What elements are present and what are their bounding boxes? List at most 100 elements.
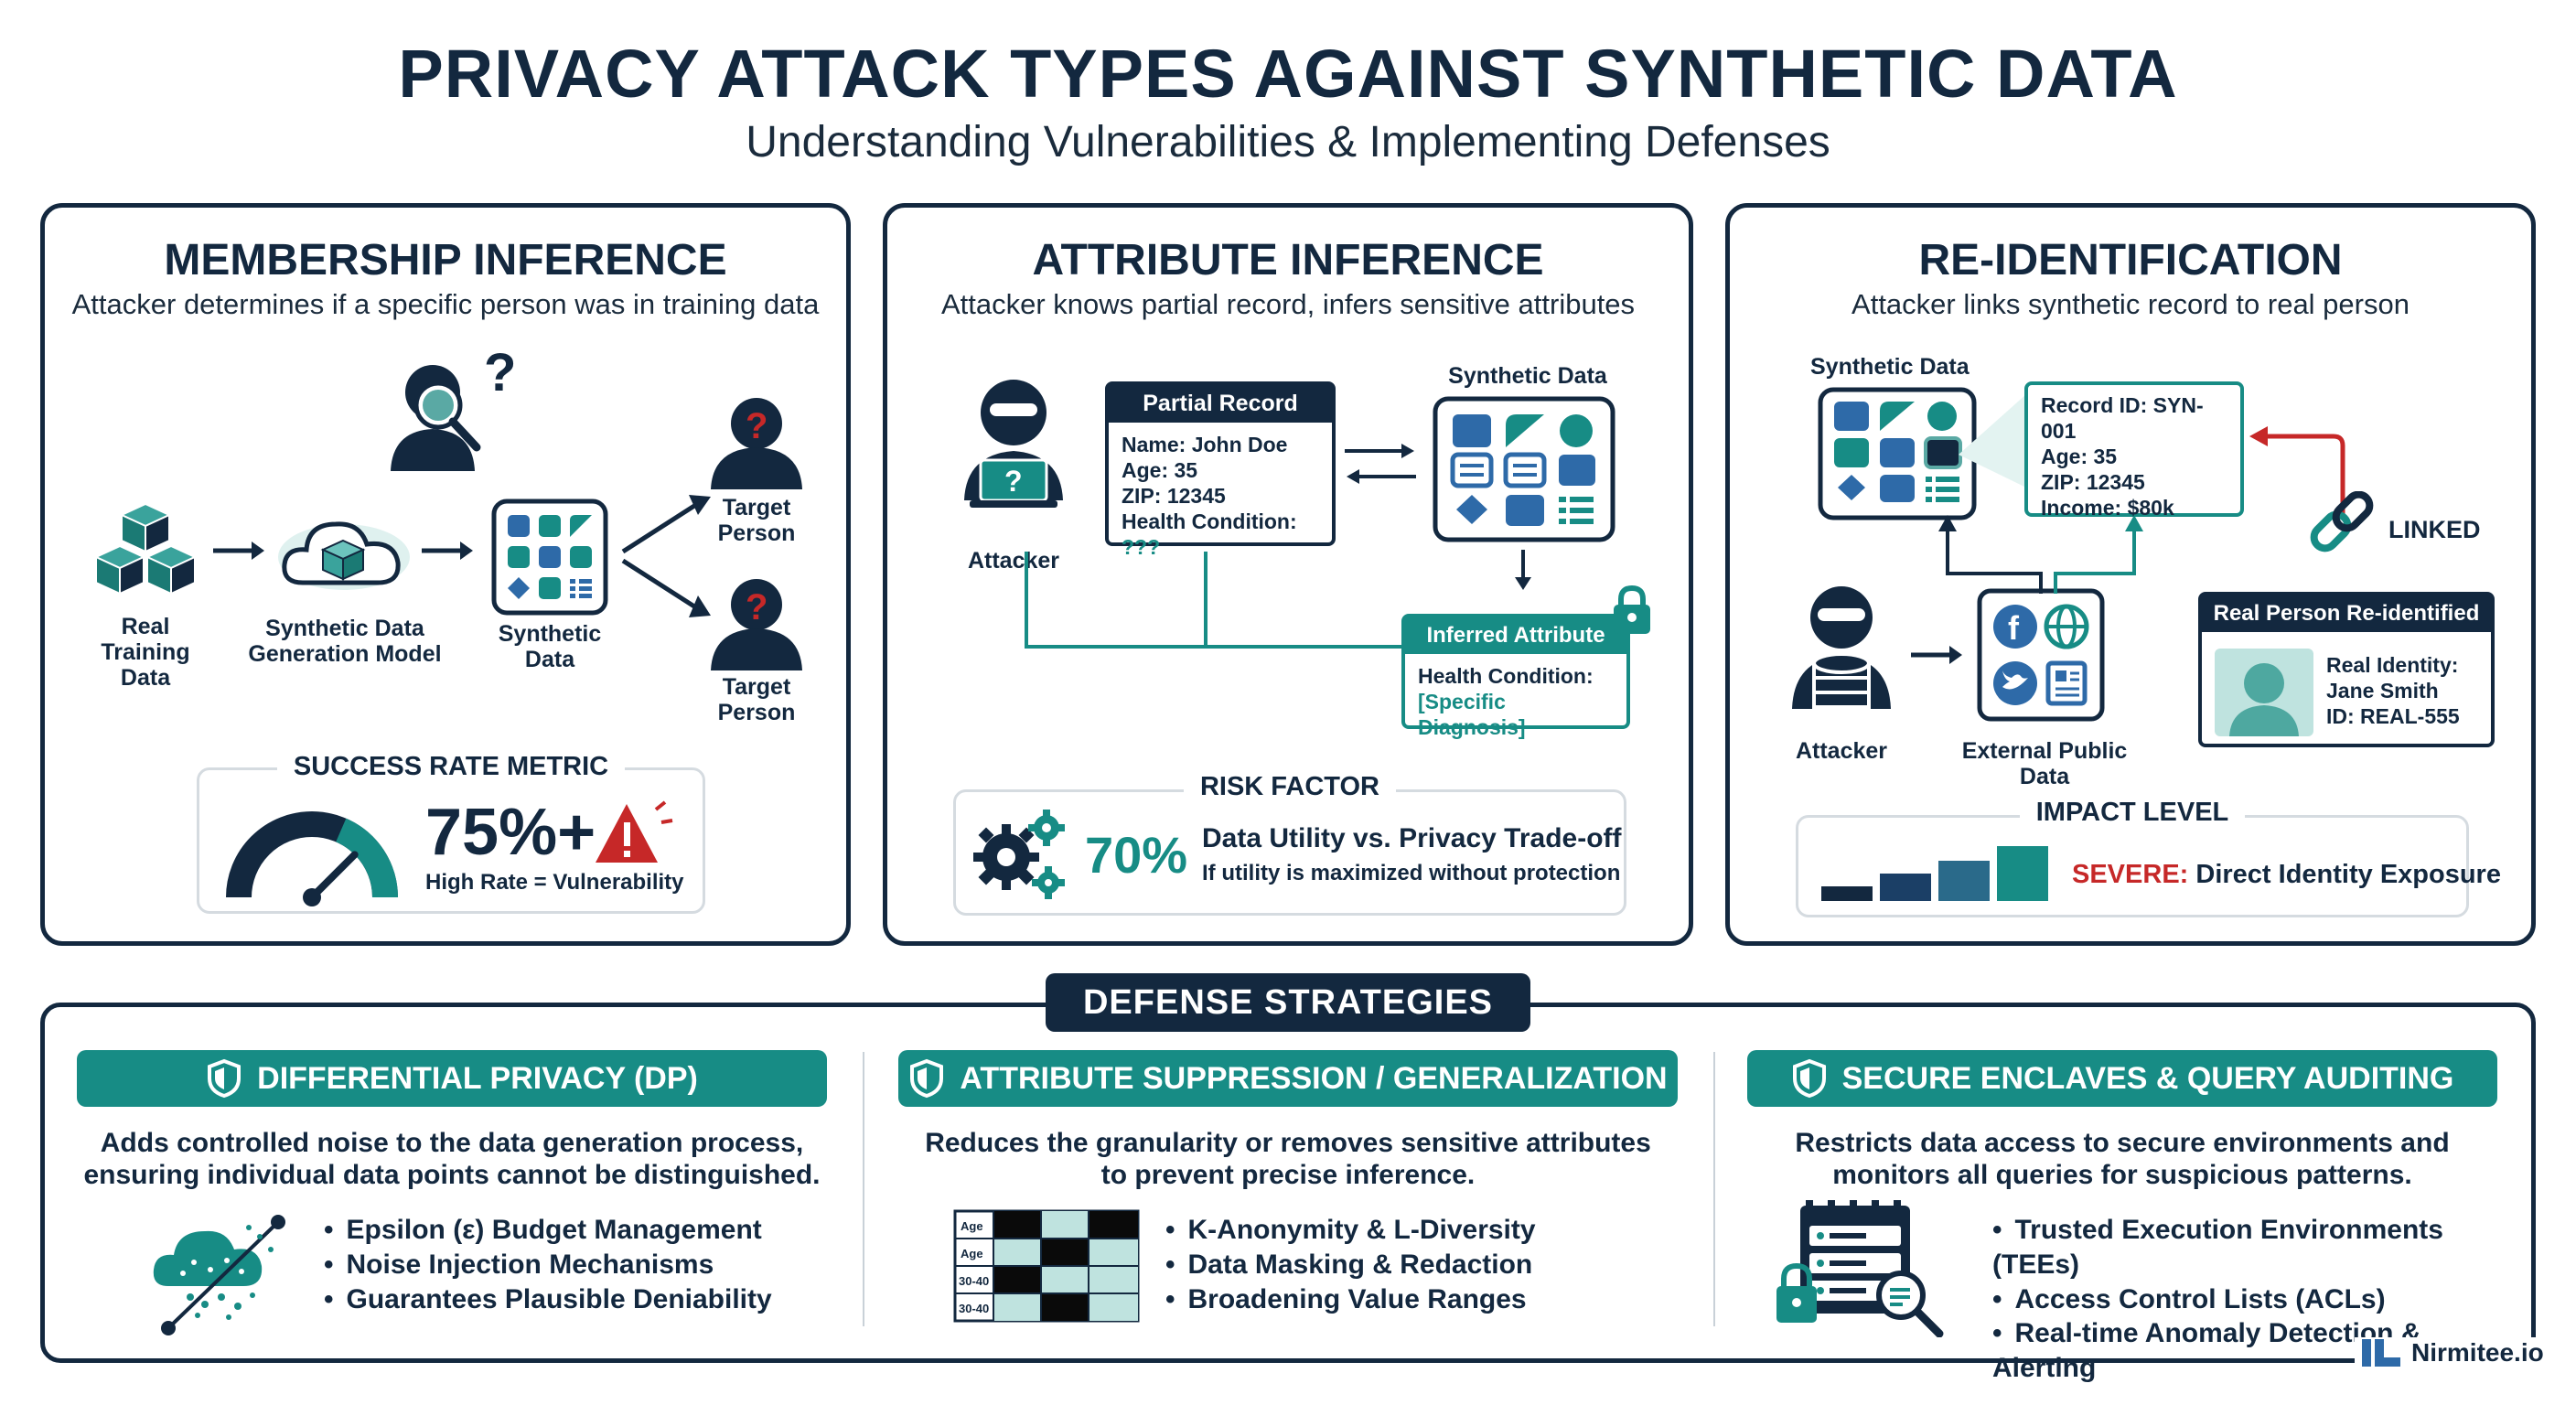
defense-item: Epsilon (ε) Budget Management	[324, 1213, 772, 1248]
risk-title: RISK FACTOR	[1183, 772, 1397, 801]
table-label: 30-40	[959, 1274, 989, 1288]
defense-item: Real-time Anomaly Detection & Alerting	[1992, 1316, 2497, 1386]
record-zip: ZIP: 12345	[2041, 470, 2145, 495]
defense-item: Broadening Value Ranges	[1165, 1282, 1536, 1317]
secure-server-icon	[1776, 1200, 1944, 1337]
record-id: Record ID: SYN-001	[2041, 393, 2204, 444]
real-person-card: Real Person Re-identified Real Identity:…	[2198, 592, 2495, 747]
defense-item: Access Control Lists (ACLs)	[1992, 1282, 2497, 1317]
page-subtitle: Understanding Vulnerabilities & Implemen…	[746, 118, 1830, 166]
table-label: Age	[961, 1219, 983, 1233]
upward-arrows	[1938, 515, 2143, 594]
impact-bar	[1997, 846, 2048, 901]
target-person-label: Target Person	[717, 674, 796, 725]
hacker-database-icon	[1792, 586, 1891, 709]
real-person-title: Real Person Re-identified	[2202, 595, 2491, 632]
metric-note: High Rate = Vulnerability	[425, 870, 684, 895]
investigator-icon: ?	[391, 343, 516, 471]
external-data-label: External Public Data	[1961, 738, 2128, 789]
defense-desc-line: Reduces the granularity or removes sensi…	[925, 1128, 1651, 1158]
svg-text:?: ?	[746, 406, 767, 446]
page-title: PRIVACY ATTACK TYPES AGAINST SYNTHETIC D…	[398, 36, 2178, 112]
svg-text:f: f	[2008, 609, 2020, 647]
panel-title: MEMBERSHIP INFERENCE	[164, 236, 727, 284]
lock-icon	[1614, 585, 1650, 634]
defense-header-enclaves: SECURE ENCLAVES & QUERY AUDITING	[1747, 1050, 2497, 1107]
inferred-health-value: [Specific Diagnosis]	[1418, 690, 1526, 740]
panel-title: RE-IDENTIFICATION	[1918, 236, 2343, 284]
connector-lines	[1025, 552, 1442, 656]
synthetic-data-label: Synthetic Data	[1810, 354, 1970, 380]
defense-title: SECURE ENCLAVES & QUERY AUDITING	[1841, 1060, 2454, 1096]
risk-value: 70%	[1085, 826, 1188, 884]
defense-desc-line: Adds controlled noise to the data genera…	[100, 1128, 804, 1158]
impact-bar	[1821, 886, 1873, 901]
inferred-attribute-title: Inferred Attribute	[1405, 617, 1626, 654]
defense-desc-line: ensuring individual data points cannot b…	[83, 1160, 821, 1191]
brand-logo[interactable]: Nirmitee.io	[2355, 1337, 2549, 1368]
re-identification-panel: RE-IDENTIFICATION Attacker links synthet…	[1725, 203, 2536, 946]
defense-description: Adds controlled noise to the data genera…	[77, 1127, 827, 1192]
generalization-table-icon: Age Age 30-40 30-40	[953, 1209, 1140, 1323]
synthetic-data-grid-icon	[1818, 387, 1977, 520]
partial-record-zip: ZIP: 12345	[1122, 484, 1226, 509]
defense-desc-line: monitors all queries for suspicious patt…	[1832, 1160, 2412, 1191]
impact-bar	[1880, 874, 1931, 901]
defense-item: K-Anonymity & L-Diversity	[1165, 1213, 1536, 1248]
inferred-health-label: Health Condition:	[1418, 664, 1594, 688]
diverging-arrows-icon	[621, 495, 711, 617]
risk-note-text: If utility is maximized without protecti…	[1202, 861, 1621, 885]
panel-subtitle: Attacker determines if a specific person…	[71, 288, 820, 320]
external-public-data-icon: f	[1977, 588, 2105, 722]
record-age: Age: 35	[2041, 445, 2118, 469]
partial-record-health: Health Condition: ???	[1122, 509, 1319, 560]
shield-icon	[1792, 1058, 1826, 1099]
metric-value: 75%+	[425, 796, 596, 869]
svg-text:?: ?	[1004, 465, 1023, 498]
synthetic-data-label: Synthetic Data	[1448, 363, 1607, 389]
health-condition-unknown: ???	[1122, 535, 1161, 560]
synthetic-data-label: Synthetic Data	[498, 621, 602, 672]
defense-desc-line: Restricts data access to secure environm…	[1795, 1128, 2450, 1158]
svg-text:?: ?	[484, 343, 516, 402]
blurred-photo-icon	[2215, 649, 2313, 736]
arrow-down-icon	[1515, 550, 1531, 590]
chain-link-icon	[2310, 491, 2374, 552]
risk-main-text: Data Utility vs. Privacy Trade-off	[1202, 823, 1622, 853]
warning-icon	[596, 800, 673, 863]
panel-subtitle: Attacker knows partial record, infers se…	[940, 288, 1636, 320]
target-person-label: Target Person	[717, 495, 796, 546]
cloud-model-icon	[278, 521, 410, 590]
arrow-right-icon	[1911, 646, 1962, 664]
partial-record-age: Age: 35	[1122, 458, 1198, 483]
defense-description: Reduces the granularity or removes sensi…	[898, 1127, 1678, 1192]
impact-title: IMPACT LEVEL	[2019, 798, 2246, 827]
inferred-attribute-card: Inferred Attribute Health Condition: [Sp…	[1401, 614, 1630, 739]
hacker-laptop-icon: ?	[964, 380, 1063, 508]
target-person-icon: ?	[711, 579, 802, 670]
health-condition-label: Health Condition:	[1122, 509, 1297, 534]
attribute-inference-panel: ATTRIBUTE INFERENCE Attacker knows parti…	[883, 203, 1693, 946]
metric-title: SUCCESS RATE METRIC	[276, 752, 626, 781]
impact-text: SEVERE: Direct Identity Exposure	[2072, 859, 2501, 891]
real-training-data-label: Real Training Data	[101, 614, 190, 691]
column-divider	[1713, 1052, 1715, 1326]
defense-items: Epsilon (ε) Budget Management Noise Inje…	[324, 1213, 772, 1316]
synthetic-data-grid-icon	[1433, 396, 1615, 542]
panel-title: ATTRIBUTE INFERENCE	[1032, 236, 1544, 284]
noise-cloud-icon	[153, 1215, 285, 1335]
success-gauge-icon	[226, 811, 398, 906]
arrow-right-icon	[213, 542, 264, 560]
record-income: Income: $80k	[2041, 496, 2174, 520]
synthetic-data-grid-icon	[491, 499, 608, 616]
synthetic-record-card: Record ID: SYN-001 Age: 35 ZIP: 12345 In…	[2024, 381, 2244, 520]
target-person-icon: ?	[711, 398, 802, 489]
gears-icon	[973, 810, 1065, 899]
partial-record-card: Partial Record Name: John Doe Age: 35 ZI…	[1105, 381, 1336, 559]
training-data-cubes-icon	[93, 502, 198, 595]
real-identity-id: ID: REAL-555	[2326, 704, 2460, 729]
impact-description: Direct Identity Exposure	[2195, 860, 2501, 889]
defense-item: Data Masking & Redaction	[1165, 1248, 1536, 1282]
risk-factor-box: RISK FACTOR	[953, 772, 1626, 916]
zoom-callout	[1959, 394, 2026, 488]
